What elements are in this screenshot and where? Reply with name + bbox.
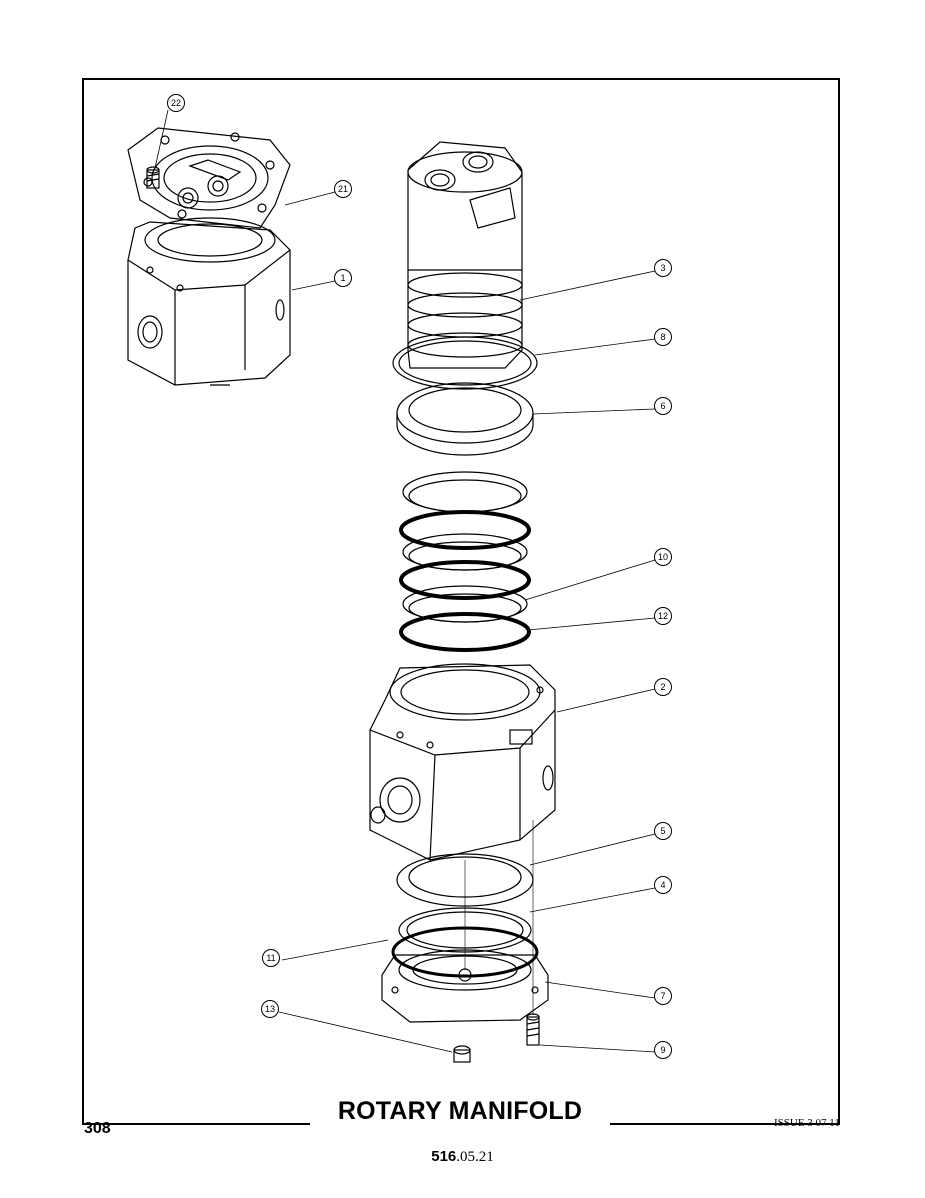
document-code: 516.05.21 (0, 1148, 925, 1166)
seal-ring-stack-part (399, 471, 531, 652)
cover-plate-part (127, 127, 291, 229)
document-code-rest: .05.21 (456, 1149, 494, 1165)
document-code-bold: 516 (431, 1148, 457, 1165)
callout-leaders (154, 109, 656, 1053)
lower-housing-part (369, 663, 556, 861)
page-title-wrap: ROTARY MANIFOLD (310, 1093, 610, 1129)
page-number: 308 (84, 1120, 111, 1137)
assembly-axis-lines (464, 820, 534, 1015)
spindle-part (407, 141, 523, 369)
issue-label: ISSUE 3 07 11 (774, 1117, 840, 1129)
ring-8-part (392, 336, 538, 390)
plug-part (453, 1045, 471, 1063)
page-title: ROTARY MANIFOLD (337, 1097, 583, 1125)
cap-screw-part (146, 166, 160, 189)
ring-6-part (396, 382, 534, 456)
bolt-part (526, 1013, 540, 1046)
housing-part (127, 217, 291, 386)
